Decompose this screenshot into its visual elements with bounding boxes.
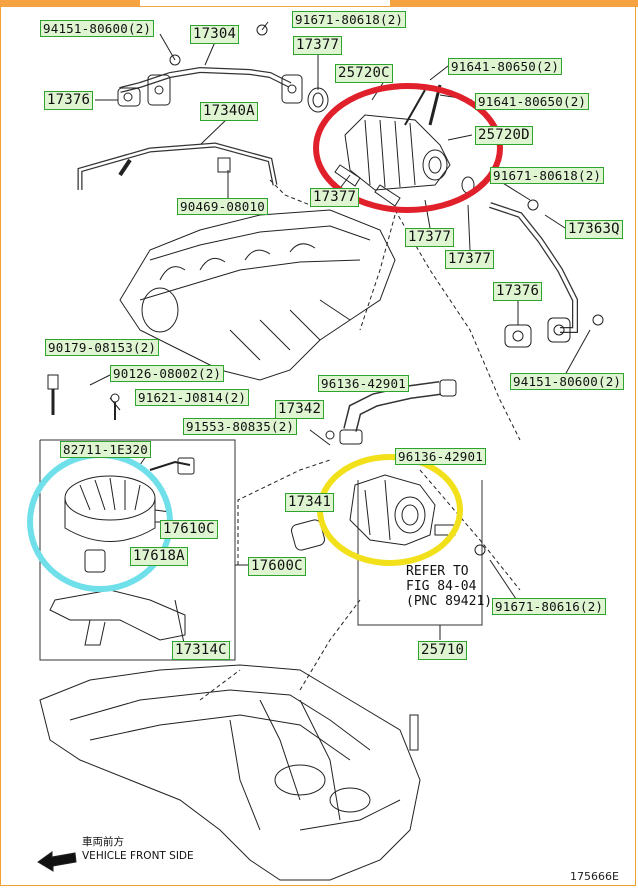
part-label[interactable]: 25720D [475,126,533,145]
part-label[interactable]: 17377 [310,188,360,207]
part-label[interactable]: 25710 [418,641,468,660]
figure-code: 175666E [570,870,619,883]
part-label[interactable]: 91671-80618(2) [292,11,407,28]
part-label[interactable]: 91621-J0814(2) [135,389,250,406]
part-label[interactable]: 17363Q [565,220,623,239]
part-label[interactable]: 82711-1E320 [60,441,151,458]
part-label[interactable]: 94151-80600(2) [510,373,625,390]
part-label[interactable]: 17342 [275,400,325,419]
part-label[interactable]: 25720C [335,64,393,83]
part-label[interactable]: 94151-80600(2) [40,20,155,37]
part-label[interactable]: 90469-08010 [177,198,268,215]
part-label[interactable]: 17341 [285,493,335,512]
part-label[interactable]: 96136-42901 [318,375,409,392]
refer-note-line-2: FIG 84-04 [406,579,477,594]
part-label[interactable]: 91641-80650(2) [448,58,563,75]
top-bar-field [140,0,390,6]
part-label[interactable]: 17377 [293,36,343,55]
vehicle-front-label-cn: 車両前方 [82,836,124,848]
part-label[interactable]: 17610C [160,520,218,539]
part-label[interactable]: 17304 [190,25,240,44]
part-label[interactable]: 96136-42901 [395,448,486,465]
part-label[interactable]: 91641-80650(2) [475,93,590,110]
part-label[interactable]: 91671-80618(2) [490,167,605,184]
part-label[interactable]: 90126-08002(2) [110,365,225,382]
top-bar [0,0,638,7]
front-arrow-icon [38,852,76,872]
refer-note-line-3: (PNC 89421) [406,594,493,609]
part-label[interactable]: 91553-80835(2) [183,418,298,435]
part-label[interactable]: 17377 [445,250,495,269]
part-label[interactable]: 17340A [200,102,258,121]
cyan-highlight-circle [27,452,173,592]
vehicle-front-label-en: VEHICLE FRONT SIDE [82,850,194,862]
part-label[interactable]: 17600C [248,557,306,576]
part-label[interactable]: 91671-80616(2) [492,598,607,615]
part-label[interactable]: 17376 [493,282,543,301]
part-label[interactable]: 17376 [44,91,94,110]
part-label[interactable]: 17314C [172,641,230,660]
part-label[interactable]: 17618A [130,547,188,566]
red-highlight-circle [313,83,503,213]
part-label[interactable]: 17377 [405,228,455,247]
yellow-highlight-circle [317,454,463,566]
refer-note-line-1: REFER TO [406,564,469,579]
part-label[interactable]: 90179-08153(2) [45,339,160,356]
